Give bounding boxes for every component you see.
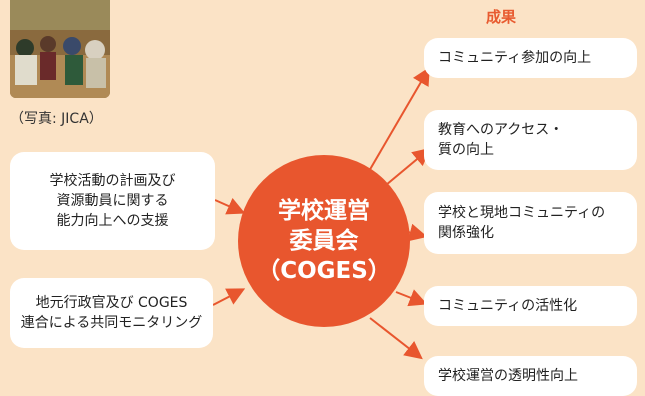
outcome-box: コミュニティの活性化 — [424, 286, 637, 326]
outcome-label: 教育へのアクセス・ 質の向上 — [438, 122, 564, 158]
arrow-input-1 — [214, 197, 246, 215]
outcome-box: コミュニティ参加の向上 — [424, 38, 637, 78]
outcome-label: 学校運営の透明性向上 — [438, 368, 578, 384]
photo-image — [10, 0, 110, 98]
photo-caption: （写真: JICA） — [10, 111, 103, 127]
outcome-label: 学校と現地コミュニティの 関係強化 — [438, 205, 606, 241]
outcome-box: 教育へのアクセス・ 質の向上 — [424, 110, 637, 170]
input-label: 学校活動の計画及び 資源動員に関する 能力向上への支援 — [49, 173, 176, 229]
coges-hub: 学校運営 委員会 （COGES） — [238, 155, 410, 327]
outcomes-title: 成果 — [486, 8, 517, 26]
input-box-capacity-support: 学校活動の計画及び 資源動員に関する 能力向上への支援 — [10, 152, 215, 250]
input-box-joint-monitoring: 地元行政官及び COGES 連合による共同モニタリング — [10, 278, 213, 348]
outcome-box: 学校運営の透明性向上 — [424, 356, 637, 396]
arrow-outcome-4 — [395, 289, 428, 307]
hub-line: 委員会 — [289, 228, 359, 254]
outcome-label: コミュニティ参加の向上 — [438, 50, 592, 66]
arrow-input-2 — [212, 288, 246, 306]
hub-line: （COGES） — [257, 258, 391, 284]
arrow-outcome-1 — [364, 66, 430, 179]
outcome-label: コミュニティの活性化 — [438, 298, 578, 314]
input-label: 地元行政官及び COGES 連合による共同モニタリング — [20, 295, 203, 331]
outcome-box: 学校と現地コミュニティの 関係強化 — [424, 192, 637, 254]
arrow-outcome-5 — [369, 317, 423, 360]
hub-line: 学校運営 — [278, 198, 370, 224]
arrow-outcome-3 — [407, 223, 428, 242]
